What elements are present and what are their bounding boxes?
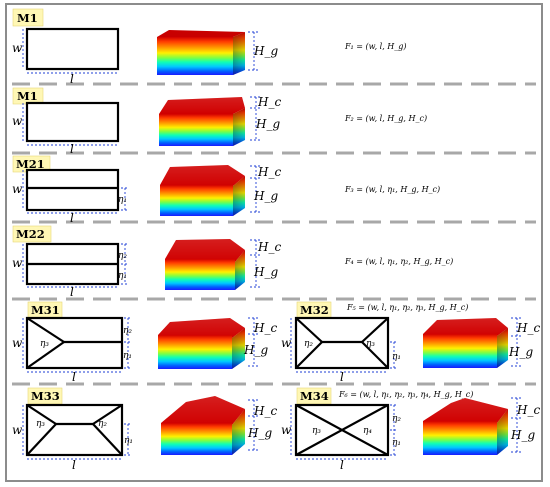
height-ground-label: H_g: [253, 189, 278, 203]
model-tag: M1: [17, 11, 38, 25]
eta-3-label: η₃: [312, 426, 321, 436]
plan-view: w η₂ η₃ η₁ l: [281, 316, 401, 384]
length-label: l: [72, 458, 76, 472]
hip-roof-3d: H_c H_g: [165, 239, 281, 290]
model-tag: M1: [17, 89, 38, 103]
height-ground-label: H_g: [508, 345, 533, 359]
length-label: l: [340, 458, 344, 472]
length-label: l: [70, 285, 74, 299]
feature-formula: F₆ = (w, l, η₁, η₂, η₃, η₄, H_g, H_c): [338, 390, 473, 399]
height-roof-label: H_c: [257, 165, 281, 179]
hip-roof-3d: H_c H_g: [158, 317, 277, 369]
width-label: w: [12, 41, 23, 55]
eta-2-label: η₂: [123, 326, 132, 336]
eta-2-label: η₂: [392, 414, 401, 424]
height-roof-label: H_c: [516, 403, 540, 417]
height-roof-label: H_c: [253, 404, 277, 418]
model-tag: M33: [31, 389, 60, 403]
height-roof-label: H_c: [253, 321, 277, 335]
model-tag: M32: [300, 303, 329, 317]
gable-roof-3d: H_c H_g: [159, 95, 281, 146]
hip-roof-3d: H_c H_g: [423, 317, 540, 368]
plan-view: w l: [12, 27, 120, 86]
eta-1-label: η₁: [123, 351, 132, 361]
eta-3-label: η₃: [40, 339, 49, 349]
eta-3-label: η₃: [36, 419, 45, 429]
feature-formula: F₄ = (w, l, η₁, η₂, H_g, H_c): [344, 257, 453, 266]
pyramid-roof-3d: H_c H_g: [423, 397, 540, 455]
length-label: l: [70, 72, 74, 86]
feature-formula: F₅ = (w, l, η₁, η₂, η₃, H_g, H_c): [346, 303, 468, 312]
eta-4-label: η₄: [363, 426, 372, 436]
row-2: M1 w l H_c H_g F₂ = (w, l, H_g, H_c): [12, 87, 427, 156]
hip-roof-3d: H_c H_g: [160, 165, 281, 216]
height-ground-label: H_g: [243, 343, 268, 357]
plan-view: w η₃ η₂ η₁ l: [12, 316, 132, 384]
width-label: w: [281, 423, 292, 437]
eta-3-label: η₃: [366, 339, 375, 349]
eta-1-label: η₁: [118, 195, 127, 205]
model-tag: M21: [16, 157, 45, 171]
row-1: M1 w l H_g F₁ = (w, l, H_g): [12, 8, 407, 86]
model-tag: M31: [31, 303, 60, 317]
row-separators: [12, 82, 536, 386]
eta-1-label: η₁: [124, 436, 133, 446]
plan-view: w η₁ l: [12, 168, 129, 225]
height-ground-label: H_g: [253, 44, 278, 58]
length-label: l: [70, 211, 74, 225]
length-label: l: [70, 142, 74, 156]
eta-1-label: η₁: [392, 352, 401, 362]
eta-1-label: η₁: [118, 271, 127, 281]
row-5: M31 w η₃ η₂ η₁ l: [12, 301, 540, 384]
hip-roof-3d: H_c H_g: [161, 396, 277, 455]
eta-2-label: η₂: [98, 419, 107, 429]
plan-view: w l: [12, 101, 120, 156]
model-tag: M34: [300, 389, 329, 403]
height-ground-label: H_g: [255, 117, 280, 131]
plan-view: w η₂ η₁ l: [12, 242, 129, 299]
height-roof-label: H_c: [257, 240, 281, 254]
plan-view: w η₃ η₄ η₂ η₁ l: [281, 403, 401, 472]
model-tag: M22: [16, 227, 45, 241]
feature-formula: F₁ = (w, l, H_g): [344, 42, 407, 51]
width-label: w: [12, 336, 23, 350]
length-label: l: [72, 370, 76, 384]
height-ground-label: H_g: [247, 426, 272, 440]
length-label: l: [340, 370, 344, 384]
row-6: M33 w η₃ η₂ η₁ l: [12, 387, 540, 472]
height-ground-label: H_g: [510, 428, 535, 442]
feature-formula: F₃ = (w, l, η₁, H_g, H_c): [344, 185, 440, 194]
eta-2-label: η₂: [304, 339, 313, 349]
figure-frame: [5, 3, 543, 482]
plan-view: w η₃ η₂ η₁ l: [12, 403, 133, 472]
feature-formula: F₂ = (w, l, H_g, H_c): [344, 114, 427, 123]
row-4: M22 w η₂ η₁ l H_c H_g: [12, 225, 453, 299]
eta-2-label: η₂: [118, 251, 127, 261]
width-label: w: [12, 114, 23, 128]
height-roof-label: H_c: [516, 321, 540, 335]
height-ground-label: H_g: [253, 265, 278, 279]
model-tag-bg: [12, 8, 44, 27]
model-tag-bg: [12, 225, 52, 243]
row-3: M21 w η₁ l H_c H_g F₃ = (w, l,: [12, 155, 440, 225]
block-3d: H_g: [157, 30, 278, 75]
width-label: w: [281, 336, 292, 350]
height-roof-label: H_c: [257, 95, 281, 109]
eta-1-label: η₁: [392, 438, 401, 448]
width-label: w: [12, 423, 23, 437]
width-label: w: [12, 182, 23, 196]
width-label: w: [12, 256, 23, 270]
